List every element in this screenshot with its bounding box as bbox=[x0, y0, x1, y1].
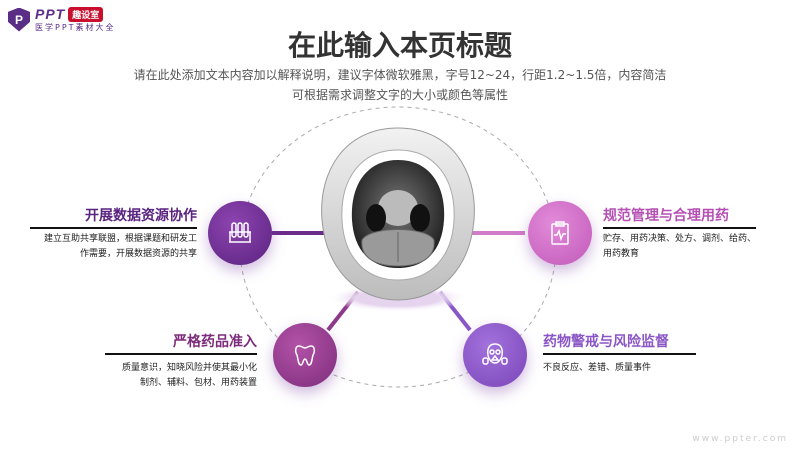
logo-tagline: 医学PPT素材大全 bbox=[35, 23, 116, 32]
clipboard-pulse-icon bbox=[551, 221, 569, 245]
logo-brand: PPT bbox=[35, 6, 66, 22]
subtitle-line-2: 可根据需求调整文字的大小或颜色等属性 bbox=[291, 88, 508, 102]
test-tubes-icon bbox=[229, 222, 251, 243]
item-title: 药物警戒与风险监督 bbox=[543, 334, 669, 350]
divider bbox=[543, 353, 696, 355]
node-data-collaboration[interactable] bbox=[208, 201, 272, 265]
logo-badge: 趣设室 bbox=[68, 6, 104, 22]
item-title: 严格药品准入 bbox=[173, 334, 257, 350]
divider bbox=[30, 227, 197, 229]
subtitle-line-1: 请在此处添加文本内容加以解释说明，建议字体微软雅黑，字号12~24，行距1.2~… bbox=[133, 68, 667, 82]
node-drug-access[interactable] bbox=[273, 323, 337, 387]
item-desc: 质量意识，知晓风险并使其最小化制剂、辅料、包材、用药装置 bbox=[121, 363, 257, 388]
divider bbox=[603, 227, 756, 229]
item-desc: 贮存、用药决策、处方、调剂、给药、用药教育 bbox=[603, 234, 757, 259]
open-mouth-illustration bbox=[321, 127, 475, 301]
gas-mask-icon bbox=[482, 343, 508, 365]
watermark: www.ppter.com bbox=[692, 434, 788, 444]
logo-shield-icon: P bbox=[8, 7, 30, 32]
item-desc: 建立互助共享联盟，根据课题和研发工作需要，开展数据资源的共享 bbox=[43, 234, 197, 259]
item-desc: 不良反应、差错、质量事件 bbox=[543, 363, 652, 373]
item-title: 规范管理与合理用药 bbox=[603, 208, 729, 224]
item-title: 开展数据资源协作 bbox=[85, 208, 197, 224]
node-rational-drug-use[interactable] bbox=[528, 201, 592, 265]
divider bbox=[105, 353, 257, 355]
node-pharmacovigilance[interactable] bbox=[463, 323, 527, 387]
tooth-icon bbox=[294, 345, 316, 366]
page-title: 在此输入本页标题 bbox=[287, 29, 512, 62]
